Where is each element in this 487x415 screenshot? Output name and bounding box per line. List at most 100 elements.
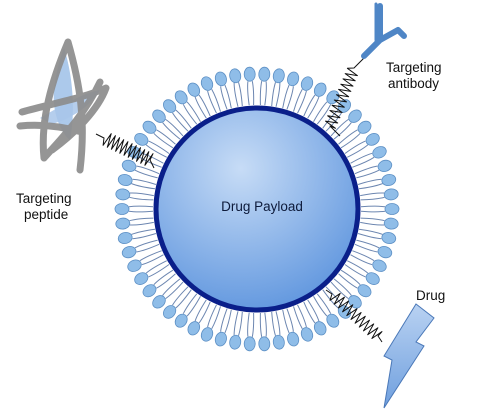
lipid-head bbox=[365, 133, 380, 146]
lipid-head bbox=[163, 99, 177, 113]
lipid-head bbox=[243, 66, 256, 82]
lipid-head bbox=[357, 284, 372, 298]
lipid-head bbox=[115, 188, 131, 201]
lipid-head bbox=[377, 159, 393, 172]
lipid-head bbox=[384, 203, 400, 215]
antibody-linker bbox=[325, 57, 365, 137]
peptide-linker bbox=[95, 133, 155, 169]
lipid-molecule bbox=[121, 159, 160, 179]
drug-payload-core bbox=[153, 105, 361, 313]
lipid-head bbox=[258, 336, 271, 352]
lipid-head bbox=[187, 321, 201, 336]
drug-label: Drug bbox=[416, 288, 446, 303]
lipid-head bbox=[200, 76, 214, 91]
targeting-peptide-icon bbox=[16, 38, 110, 174]
lipid-head bbox=[383, 188, 399, 201]
lipid-molecule bbox=[350, 146, 387, 168]
lipid-head bbox=[214, 331, 227, 347]
lipid-molecule bbox=[293, 76, 314, 114]
lipid-head bbox=[372, 146, 387, 159]
linkers bbox=[95, 57, 383, 343]
lipid-molecule bbox=[214, 308, 232, 347]
lipid-head bbox=[142, 284, 157, 298]
lipid-molecule bbox=[354, 239, 393, 259]
lipid-molecule bbox=[187, 82, 211, 119]
targeting-antibody-label-line2: antibody bbox=[388, 76, 440, 91]
lipid-head bbox=[377, 246, 393, 259]
lipid-head bbox=[372, 259, 387, 272]
lipid-molecule bbox=[117, 228, 157, 244]
lipid-molecule bbox=[271, 311, 285, 350]
lipid-head bbox=[348, 109, 362, 123]
lipid-head bbox=[163, 305, 177, 319]
lipid-head bbox=[243, 336, 256, 352]
lipid-molecule bbox=[229, 68, 243, 107]
lipid-molecule bbox=[200, 304, 221, 342]
lipid-head bbox=[383, 217, 399, 230]
lipid-head bbox=[115, 217, 131, 230]
lipid-molecule bbox=[303, 299, 327, 336]
lipid-molecule bbox=[282, 308, 300, 347]
lipid-molecule bbox=[134, 260, 170, 285]
lipid-molecule bbox=[360, 203, 400, 215]
lipid-molecule bbox=[163, 99, 192, 132]
lipid-head bbox=[117, 174, 133, 186]
lipid-head bbox=[134, 133, 149, 146]
lipid-molecule bbox=[344, 133, 380, 158]
lipid-head bbox=[337, 305, 351, 319]
drug-linker bbox=[325, 289, 383, 343]
lipid-molecule bbox=[174, 90, 201, 125]
lipid-head bbox=[300, 76, 314, 91]
lipid-head bbox=[313, 82, 327, 97]
lipid-head bbox=[229, 68, 242, 84]
lipid-head bbox=[134, 272, 149, 285]
lipid-molecule bbox=[360, 188, 399, 201]
lipid-molecule bbox=[357, 228, 397, 244]
lipid-molecule bbox=[121, 239, 160, 259]
lipid-molecule bbox=[142, 269, 176, 298]
lipid-head bbox=[365, 272, 380, 285]
lipid-molecule bbox=[243, 312, 256, 352]
lipid-head bbox=[142, 120, 157, 134]
drug-payload-label: Drug Payload bbox=[221, 199, 303, 214]
lipid-molecule bbox=[187, 299, 211, 336]
lipid-molecule bbox=[313, 293, 340, 328]
lipid-molecule bbox=[360, 217, 399, 230]
lipid-molecule bbox=[357, 174, 397, 190]
lipid-molecule bbox=[243, 66, 256, 106]
lipid-head bbox=[272, 68, 285, 84]
lipid-head bbox=[121, 246, 137, 259]
targeting-antibody-label-line1: Targeting bbox=[386, 60, 442, 75]
lipid-molecule bbox=[344, 260, 380, 285]
lipid-molecule bbox=[293, 304, 314, 342]
lipid-bilayer bbox=[114, 66, 400, 352]
lipid-head bbox=[326, 313, 340, 328]
lipid-molecule bbox=[127, 250, 164, 272]
lipid-molecule bbox=[229, 311, 243, 350]
lipid-head bbox=[152, 295, 166, 309]
lipid-head bbox=[214, 71, 227, 87]
targeting-peptide-label-line1: Targeting bbox=[16, 191, 72, 206]
lipid-head bbox=[381, 174, 397, 186]
lipid-molecule bbox=[134, 133, 170, 158]
lipid-head bbox=[287, 71, 300, 87]
lipid-molecule bbox=[114, 203, 154, 215]
lipid-head bbox=[381, 232, 397, 244]
lipid-head bbox=[117, 232, 133, 244]
lipid-molecule bbox=[115, 188, 154, 201]
lipid-molecule bbox=[338, 120, 372, 149]
lipid-molecule bbox=[330, 109, 362, 140]
lipid-head bbox=[229, 334, 242, 350]
lipid-head bbox=[357, 120, 372, 134]
targeting-antibody-icon bbox=[361, 2, 407, 59]
lipid-molecule bbox=[200, 76, 221, 114]
lipid-molecule bbox=[350, 250, 387, 272]
lipid-head bbox=[313, 321, 327, 336]
lipid-head bbox=[300, 327, 314, 342]
lipid-molecule bbox=[258, 312, 271, 352]
lipid-molecule bbox=[142, 120, 176, 149]
lipid-head bbox=[187, 82, 201, 97]
lipid-molecule bbox=[152, 109, 184, 140]
lipid-molecule bbox=[214, 71, 232, 110]
lipid-molecule bbox=[117, 174, 157, 190]
